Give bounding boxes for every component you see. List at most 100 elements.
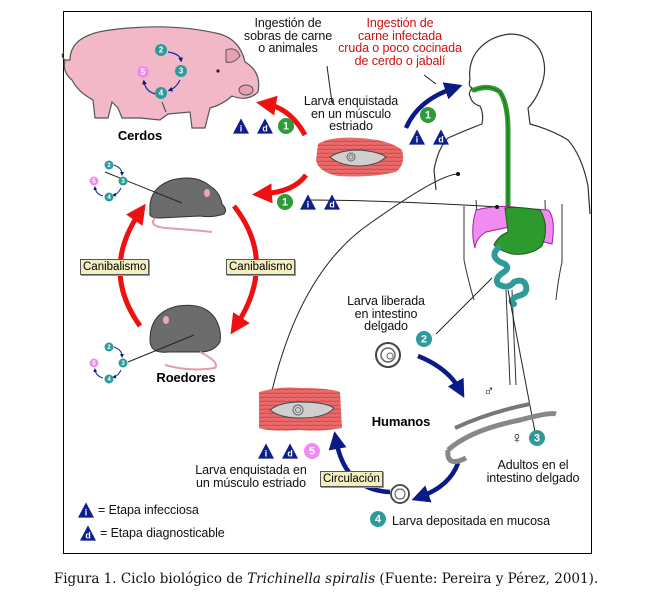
svg-text:5: 5 <box>309 446 315 458</box>
svg-text:4: 4 <box>107 377 111 383</box>
label-circulation: Circulación <box>320 471 383 487</box>
svg-text:5: 5 <box>92 361 96 367</box>
pointer-lines <box>270 65 536 433</box>
label-larva-encysted-bottom: Larva enquistada en un músculo estriado <box>195 463 307 490</box>
rat-top-stage-2-badge: 2 <box>104 160 114 170</box>
muscle-stage-5-badge: 5 <box>304 443 320 459</box>
label-cannibalism-right: Canibalismo <box>226 259 296 275</box>
pig-illustration <box>61 26 260 129</box>
rat-top-stage-3-badge: 3 <box>118 176 128 186</box>
svg-text:i: i <box>307 200 309 210</box>
svg-text:4: 4 <box>375 514 381 526</box>
muscle-diagnostic-triangle: d <box>282 443 298 459</box>
pig-stage-1-badge: 1 <box>278 118 294 134</box>
svg-text:2: 2 <box>421 334 427 346</box>
legend-infective-triangle: i <box>78 502 94 518</box>
svg-text:1: 1 <box>425 110 431 122</box>
human-stage-4-badge: 4 <box>370 511 386 527</box>
adult-worms-illustration <box>445 402 557 465</box>
label-pigs: Cerdos <box>117 128 163 143</box>
svg-text:4: 4 <box>107 195 111 201</box>
rat-bottom-illustration <box>127 304 221 371</box>
svg-text:3: 3 <box>179 67 184 76</box>
pig-diagnostic-triangle: d <box>257 118 273 134</box>
arrow-ingestion-human <box>403 82 463 129</box>
small-intestine <box>491 245 530 307</box>
svg-text:2: 2 <box>107 163 111 169</box>
svg-text:1: 1 <box>283 121 289 133</box>
pig-stage-3-badge: 3 <box>175 65 187 77</box>
svg-text:3: 3 <box>534 433 540 445</box>
female-symbol: ♀ <box>511 430 523 447</box>
rat-top-illustration <box>104 171 227 233</box>
svg-text:1: 1 <box>282 197 288 209</box>
caption-species: Trichinella spiralis <box>247 571 376 587</box>
rat-top-stage-4-badge: 4 <box>104 192 114 202</box>
svg-text:d: d <box>287 449 292 459</box>
label-larva-released: Larva liberada en intestino delgado <box>347 294 425 333</box>
label-ingestion-scraps: Ingestión de sobras de carne o animales <box>243 16 333 55</box>
label-cannibalism-left: Canibalismo <box>80 259 150 275</box>
legend-diagnostic-triangle: d <box>80 525 96 541</box>
arrow-adults-to-mucosa <box>411 462 461 503</box>
label-ingestion-infected: Ingestión de carne infectada cruda o poc… <box>338 16 462 68</box>
svg-text:2: 2 <box>159 46 164 55</box>
larva-mucosa-illustration <box>390 484 410 504</box>
svg-text:5: 5 <box>92 179 96 185</box>
arrow-muscle-to-rat <box>252 173 309 204</box>
pig-stage-5-badge: 5 <box>137 66 149 78</box>
svg-text:d: d <box>262 124 267 134</box>
label-larva-encysted-top: Larva enquistada en un músculo estriado <box>303 94 399 133</box>
rat-bottom-stage-3-badge: 3 <box>118 358 128 368</box>
male-symbol: ♂ <box>483 383 495 400</box>
arrow-muscle-to-pig <box>256 95 308 137</box>
figure-caption: Figura 1. Ciclo biológico de Trichinella… <box>0 571 652 587</box>
label-larva-deposited: Larva depositada en mucosa <box>392 514 550 528</box>
svg-text:d: d <box>438 135 443 145</box>
digestive-tract <box>471 84 554 307</box>
pig-stage-4-badge: 4 <box>155 87 167 99</box>
larva-released-illustration <box>375 342 401 368</box>
rat-bottom-stage-5-badge: 5 <box>89 358 99 368</box>
pig-infective-triangle: i <box>233 118 249 134</box>
svg-text:i: i <box>85 508 87 518</box>
rat-bottom-stage-2-badge: 2 <box>104 342 114 352</box>
stage-badges: 2 3 4 5 2 3 4 5 2 3 4 5 i d 1 1 i d 1 i d 2 3 4 i d 5 i d <box>78 44 545 541</box>
rat-infective-triangle: i <box>300 194 316 210</box>
svg-text:d: d <box>85 531 90 541</box>
pig-stage-2-badge: 2 <box>155 44 167 56</box>
legend-diagnostic-label: = Etapa diagnosticable <box>100 526 225 540</box>
muscle-infective-triangle: i <box>258 443 274 459</box>
label-adults: Adultos en el intestino delgado <box>486 458 580 485</box>
caption-suffix: (Fuente: Pereira y Pérez, 2001). <box>375 571 599 587</box>
svg-text:i: i <box>416 135 418 145</box>
human-diagnostic-triangle: d <box>433 129 449 145</box>
svg-text:3: 3 <box>121 361 125 367</box>
svg-text:i: i <box>265 449 267 459</box>
svg-text:2: 2 <box>107 345 111 351</box>
svg-text:i: i <box>240 124 242 134</box>
muscle-bottom <box>259 387 342 431</box>
human-stage-3-badge: 3 <box>529 430 545 446</box>
svg-text:3: 3 <box>121 179 125 185</box>
svg-text:4: 4 <box>159 89 164 98</box>
red-arrows <box>117 95 309 335</box>
rat-diagnostic-triangle: d <box>324 194 340 210</box>
svg-text:5: 5 <box>141 68 146 77</box>
human-stage-1-badge: 1 <box>420 107 436 123</box>
legend-infective-label: = Etapa infecciosa <box>98 503 199 517</box>
rodent-bottom-internal-cycle <box>93 346 124 379</box>
stomach <box>493 206 546 255</box>
rat-stage-1-badge: 1 <box>277 194 293 210</box>
rat-top-stage-5-badge: 5 <box>89 176 99 186</box>
human-stage-2-badge: 2 <box>416 331 432 347</box>
rat-bottom-stage-4-badge: 4 <box>104 374 114 384</box>
rodent-top-internal-cycle <box>93 164 124 197</box>
muscle-top <box>316 137 404 177</box>
arrow-larva-to-adults <box>417 353 465 398</box>
caption-prefix: Figura 1. Ciclo biológico de <box>53 571 248 587</box>
label-rodents: Roedores <box>156 370 216 385</box>
label-humans: Humanos <box>371 414 431 429</box>
pig-internal-cycle <box>142 51 183 113</box>
